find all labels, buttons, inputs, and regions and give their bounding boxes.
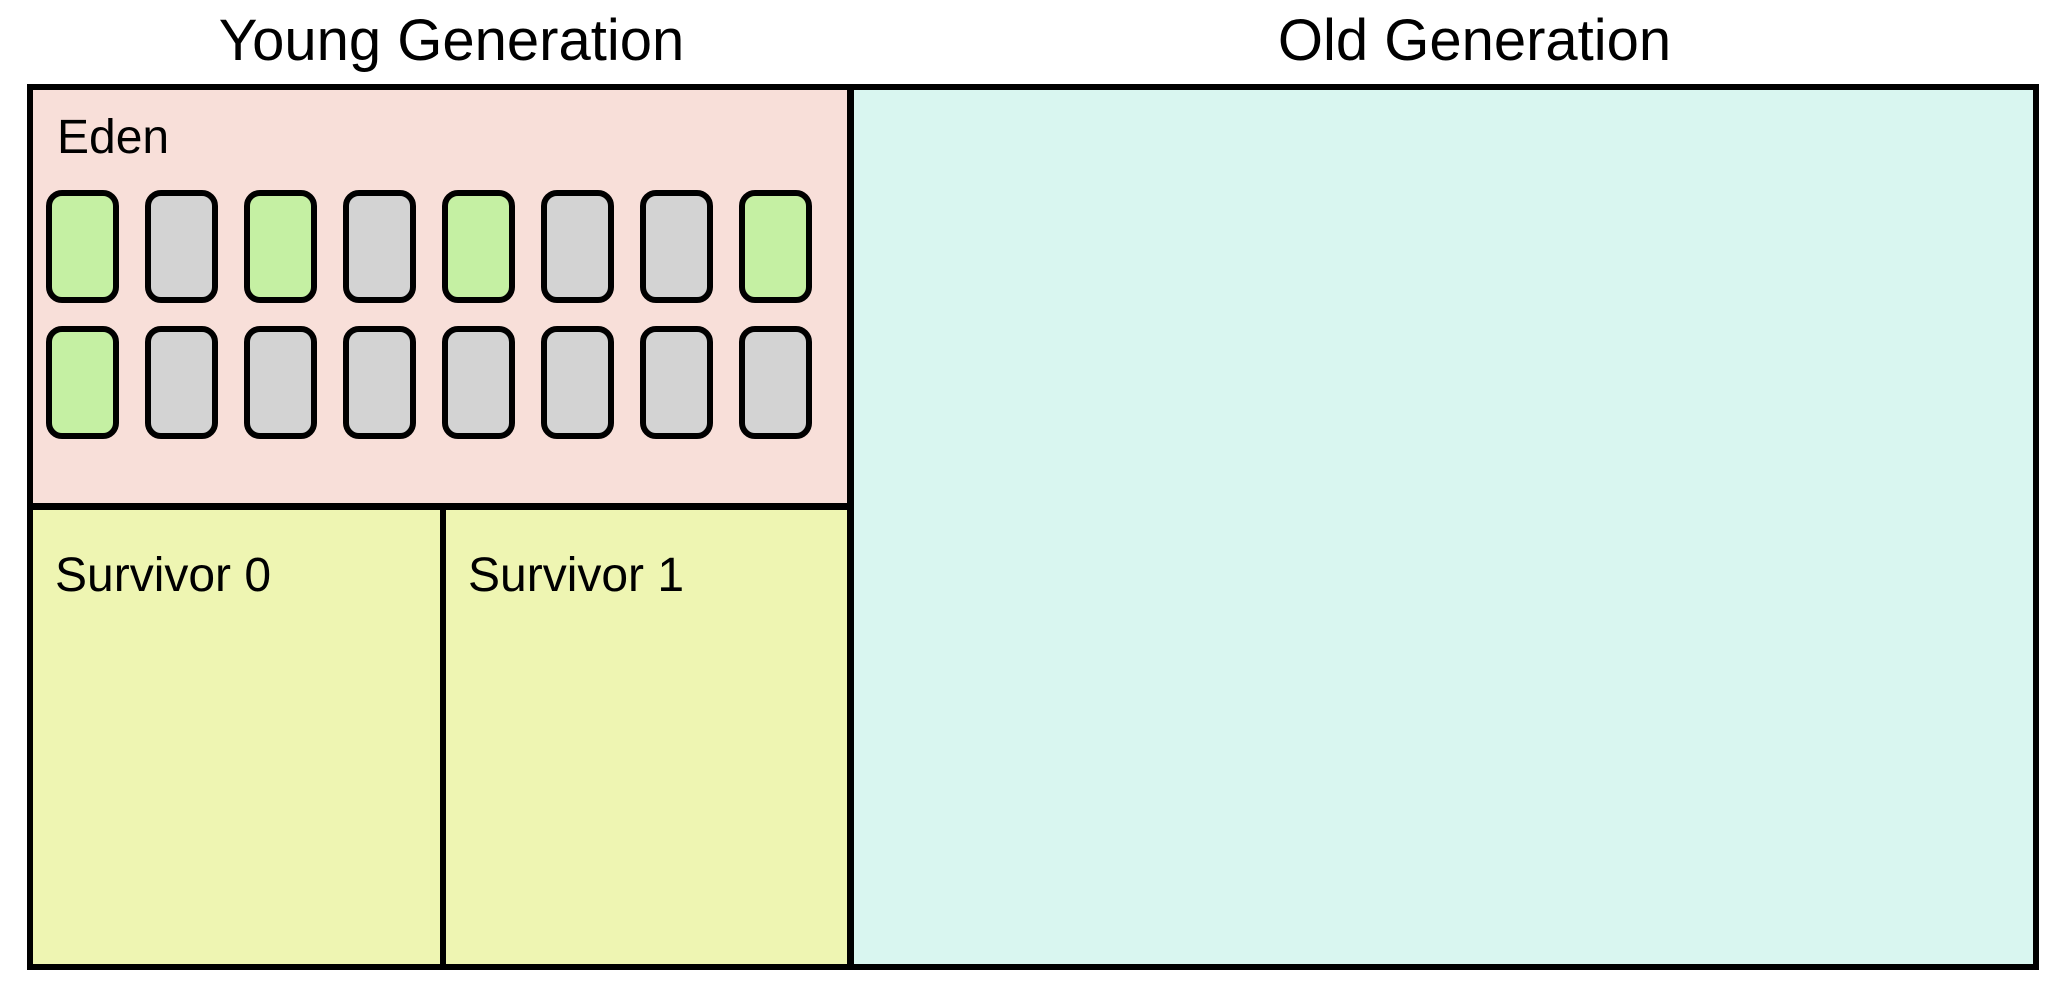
young-generation-title: Young Generation <box>218 8 685 73</box>
survivor1-label: Survivor 1 <box>468 549 685 602</box>
eden-object-dead <box>739 326 812 439</box>
eden-object-row <box>46 190 812 303</box>
eden-label: Eden <box>57 111 170 164</box>
eden-object-dead <box>442 326 515 439</box>
eden-object-live <box>244 190 317 303</box>
eden-object-dead <box>145 190 218 303</box>
eden-object-live <box>442 190 515 303</box>
eden-object-live <box>46 326 119 439</box>
eden-object-dead <box>640 190 713 303</box>
young-generation-region: Eden Survivor 0 Survivor 1 <box>33 90 854 964</box>
eden-object-dead <box>640 326 713 439</box>
eden-object-live <box>739 190 812 303</box>
eden-object-dead <box>343 326 416 439</box>
survivor1-region: Survivor 1 <box>446 510 847 964</box>
eden-object-dead <box>541 326 614 439</box>
old-generation-region <box>854 90 2033 964</box>
eden-object-dead <box>541 190 614 303</box>
old-generation-title: Old Generation <box>1277 8 1672 73</box>
eden-object-dead <box>145 326 218 439</box>
eden-region: Eden <box>33 90 847 510</box>
survivor0-label: Survivor 0 <box>55 549 272 602</box>
survivor-spaces: Survivor 0 Survivor 1 <box>33 510 847 964</box>
eden-object-live <box>46 190 119 303</box>
heap-container: Eden Survivor 0 Survivor 1 <box>27 84 2039 970</box>
eden-object-dead <box>343 190 416 303</box>
eden-object-dead <box>244 326 317 439</box>
survivor0-region: Survivor 0 <box>33 510 446 964</box>
eden-object-row <box>46 326 812 439</box>
